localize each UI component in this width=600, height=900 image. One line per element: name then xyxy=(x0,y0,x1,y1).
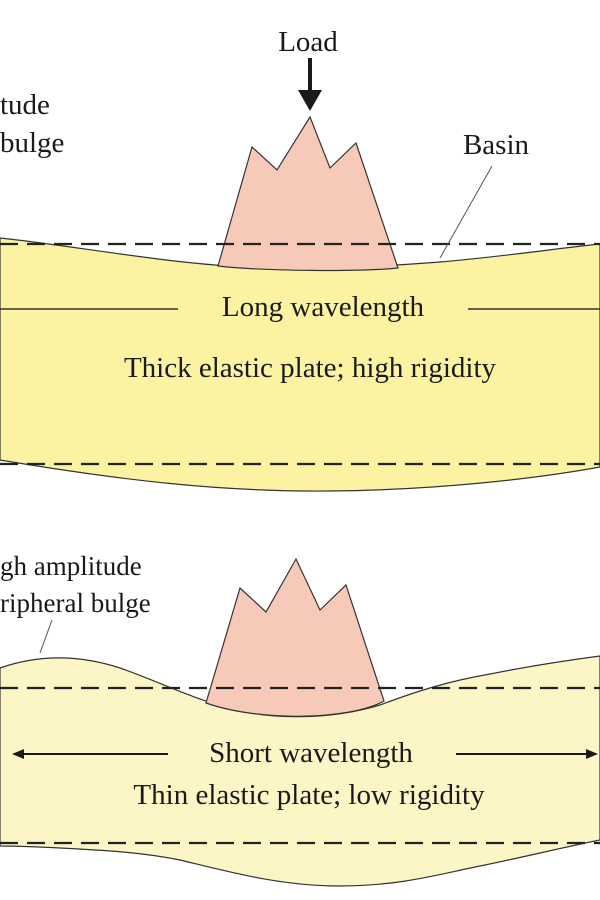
lower-bulge-label-line1: gh amplitude xyxy=(0,551,142,581)
load-mountain-lower xyxy=(205,557,385,717)
thick-elastic-plate xyxy=(0,237,600,492)
thin-plate-label: Thin elastic plate; low rigidity xyxy=(133,779,485,811)
long-wavelength-label: Long wavelength xyxy=(222,291,425,323)
upper-bulge-label-line1: tude xyxy=(0,89,50,121)
load-mountain xyxy=(217,115,399,272)
load-label: Load xyxy=(278,26,338,58)
short-wavelength-label: Short wavelength xyxy=(209,737,413,769)
lower-panel: gh amplitude ripheral bulge Short wavele… xyxy=(0,551,600,887)
upper-panel: Load tude bulge Basin Long wavelength Th… xyxy=(0,26,600,492)
thin-elastic-plate xyxy=(0,655,600,887)
thick-plate-label: Thick elastic plate; high rigidity xyxy=(124,352,497,384)
lower-bulge-leader-line xyxy=(39,619,53,654)
basin-label: Basin xyxy=(463,129,530,161)
basin-leader-line xyxy=(439,165,493,259)
load-arrow-head xyxy=(298,90,322,111)
lower-bulge-label-line2: ripheral bulge xyxy=(0,588,151,618)
upper-bulge-label-line2: bulge xyxy=(0,127,64,159)
